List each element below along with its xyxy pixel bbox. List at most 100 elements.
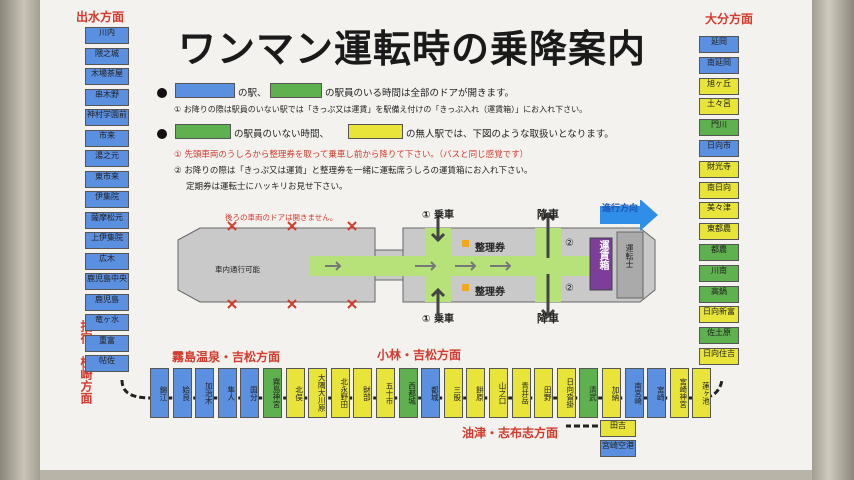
direction-kirishima: 霧島温泉・吉松方面 (172, 350, 281, 364)
station-box: 木場茶屋 (85, 68, 129, 85)
station-box: 東都農 (699, 223, 739, 241)
train-boarding-diagram (170, 199, 690, 330)
legend-line2-note2: 定期券は運転士にハッキリお見せ下さい。 (186, 182, 348, 192)
station-box: 日向沓掛 (556, 368, 576, 418)
station-box: 重富 (85, 334, 129, 352)
fare-box-label: 運賃箱 (597, 240, 608, 270)
legend-line1-b: の駅員のいる時間は全部のドアが開きます。 (325, 88, 515, 99)
station-box: 三股 (443, 368, 463, 418)
station-box: 串木野 (85, 88, 129, 106)
alighting-arrows (540, 211, 556, 319)
bullet-1 (157, 88, 167, 98)
legend-swatch-blue (175, 83, 235, 98)
station-box: 東市来 (85, 170, 129, 188)
station-box: 青井岳 (511, 368, 531, 418)
station-box: 門川 (699, 119, 739, 137)
station-box: 鹿児島中央 (85, 273, 129, 290)
station-box: 帖佐 (85, 355, 129, 372)
legend-line1-note: ① お降りの際は駅員のいない駅では「きっぷ又は運賃」を駅備え付けの「きっぷ入れ（… (174, 105, 588, 114)
station-box: 広木 (85, 252, 129, 270)
station-box: 北俣 (285, 368, 305, 418)
legend-line2-note1: ② お降りの際は「きっぷ又は運賃」と整理券を一緒に運転席うしろの運賃箱にお入れ下… (174, 166, 533, 176)
station-box: 神村学園前 (85, 109, 129, 126)
station-box: 清武 (579, 368, 599, 418)
route-line-path (120, 379, 724, 428)
direction-aburatsu: 油津・志布志方面 (462, 426, 559, 440)
direction-arrow-icon (600, 199, 658, 231)
station-box: 美々津 (699, 202, 739, 220)
legend-line1-a: の駅、 (238, 88, 267, 99)
boarding-arrows (430, 216, 446, 314)
aisle-label: 車内通行可能 (215, 265, 260, 274)
legend-line2-b: の無人駅では、下図のような取扱いとなります。 (406, 129, 614, 140)
station-box: 南延岡 (699, 56, 739, 74)
station-box: 土々呂 (699, 98, 739, 116)
station-box: 宮崎空港 (600, 440, 636, 457)
bullet-2 (157, 129, 167, 139)
direction-label: 進行方向 (602, 204, 639, 214)
station-box: 日向新富 (699, 306, 739, 324)
board-top-label: ① 乗車 (422, 210, 454, 221)
fare-box-rect (589, 237, 613, 291)
station-box: 延岡 (699, 36, 739, 53)
station-box: 田吉 (600, 420, 636, 437)
station-box: 川内 (85, 27, 129, 44)
station-box: 隼人 (217, 368, 237, 418)
station-box: 南日向 (699, 181, 739, 199)
frame-right (812, 0, 854, 480)
poster-title: ワンマン運転時の乗降案内 (178, 27, 647, 71)
train-diagram-svg (177, 199, 658, 319)
closed-door-marks (227, 221, 357, 309)
station-box: 宮崎神宮 (669, 368, 689, 418)
direction-oita: 大分方面 (705, 12, 754, 26)
alight-top-label: 降車 (537, 208, 559, 221)
ticket-bottom-label: 整理券 (475, 287, 505, 298)
ticket-top-label: 整理券 (475, 243, 505, 254)
station-box: 湯之元 (85, 150, 129, 167)
legend-line2-a: の駅員のいない時間、 (234, 129, 330, 140)
station-box: 錦江 (150, 368, 169, 418)
station-box: 竜ヶ水 (85, 314, 129, 331)
station-box: 加治木 (195, 368, 215, 418)
step2-top-label: ② (565, 238, 574, 249)
rear-car (177, 227, 376, 303)
legend-swatch-green (270, 83, 322, 98)
ticket-marker-bottom (462, 284, 469, 291)
direction-kobayashi: 小林・吉松方面 (377, 348, 462, 362)
station-box: 五十市 (376, 368, 395, 418)
station-box: 国分 (240, 368, 260, 418)
legend-swatch-green-2 (175, 124, 231, 139)
station-box: 日向市 (699, 140, 739, 157)
station-box: 都城 (421, 368, 441, 418)
station-box: 薩摩松元 (85, 211, 129, 229)
board-bottom-label: ① 乗車 (422, 314, 454, 325)
station-box: 西都城 (398, 368, 418, 418)
station-box: 隈之城 (85, 47, 129, 65)
station-box: 姶良 (172, 368, 192, 418)
station-box: 餅原 (466, 368, 486, 418)
legend-swatch-yellow (348, 124, 403, 139)
driver-label: 運転士 (625, 244, 634, 268)
step2-bottom-label: ② (565, 283, 574, 294)
station-box: 蓮ヶ池 (692, 368, 712, 418)
direction-izumi: 出水方面 (76, 10, 125, 24)
station-box: 上伊集院 (85, 232, 129, 249)
station-box: 財光寺 (699, 160, 739, 178)
station-box: 南宮崎 (624, 368, 644, 418)
alight-bottom-label: 降車 (537, 312, 559, 325)
station-box: 川南 (699, 264, 739, 282)
station-box: 霧島神宮 (263, 368, 282, 418)
rear-doors-note: 後ろの車両のドアは開きません。 (225, 213, 338, 222)
station-box: 鹿児島 (85, 293, 129, 311)
station-box: 市来 (85, 129, 129, 147)
station-box: 大隅大川原 (308, 368, 328, 418)
station-box: 宮崎 (647, 368, 667, 418)
driver-seat (616, 231, 644, 299)
station-box: 伊集院 (85, 191, 129, 208)
station-box: 高鍋 (699, 285, 739, 303)
station-box: 旭ヶ丘 (699, 77, 739, 95)
aisle-arrows (325, 261, 512, 271)
ticket-marker-top (462, 240, 469, 247)
